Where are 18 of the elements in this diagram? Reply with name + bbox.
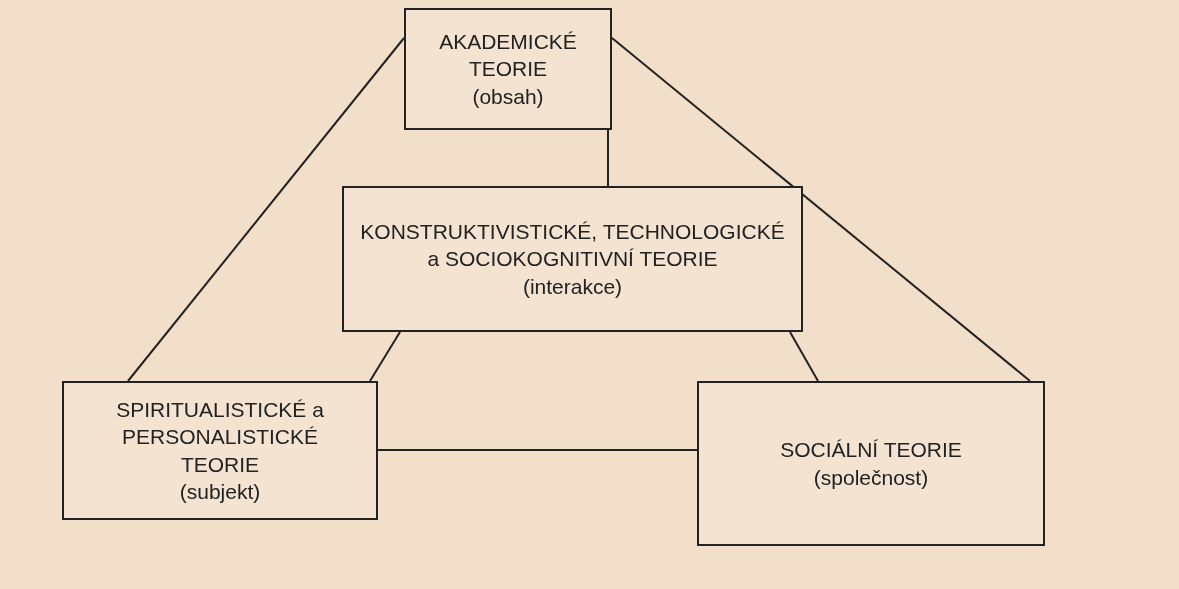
connector-line (377, 449, 698, 451)
theory-box (697, 381, 1045, 546)
connector-line (611, 37, 1031, 382)
connector-line (789, 331, 819, 382)
theory-box (342, 186, 803, 332)
theory-focus: (obsah) (472, 83, 544, 110)
theory-name: KONSTRUKTIVISTICKÉ, TECHNOLOGICKÉ a SOCIOKOGNITIVNÍ TEORIE (359, 219, 786, 273)
connector-line (369, 331, 401, 382)
theory-focus: (subjekt) (179, 478, 261, 505)
theory-focus: (společnost) (813, 464, 929, 491)
theory-name: AKADEMICKÉ TEORIE (438, 29, 578, 83)
theory-box (404, 8, 612, 130)
theory-focus: (interakce) (522, 273, 623, 300)
connector-line (607, 129, 609, 187)
theory-box (62, 381, 378, 520)
connector-line (127, 37, 405, 382)
theory-name: SOCIÁLNÍ TEORIE (780, 437, 962, 464)
theory-name: SPIRITUALISTICKÉ a PERSONALISTICKÉ TEORIE (115, 396, 325, 478)
